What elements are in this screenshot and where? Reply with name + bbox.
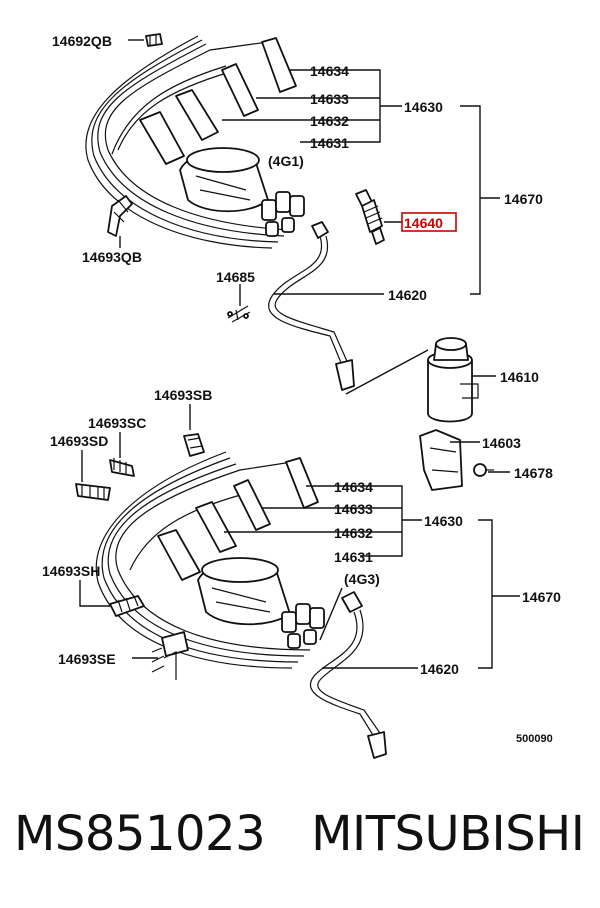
- clip-14692qb-icon: [145, 33, 163, 47]
- label-14693sd: 14693SD: [50, 433, 108, 449]
- clip-14693sh-icon: [109, 595, 145, 617]
- ignition-cable-set-4g3: [95, 451, 325, 669]
- bolt-14678-icon: [473, 463, 494, 477]
- label-14632-bottom: 14632: [334, 525, 373, 541]
- ignition-cable-set-4g1: [85, 35, 305, 249]
- label-14693sh: 14693SH: [42, 563, 100, 579]
- label-14632-top: 14632: [310, 113, 349, 129]
- label-14603: 14603: [482, 435, 521, 451]
- label-4g3: (4G3): [344, 571, 380, 587]
- clip-14685-icon: [227, 305, 251, 323]
- ignition-parts-diagram: 14692QB 14634 14633 14632 14631 14630 (4…: [42, 33, 561, 759]
- label-14634-bottom: 14634: [334, 479, 373, 495]
- highlight-14640: [401, 212, 457, 232]
- label-14693se: 14693SE: [58, 651, 116, 667]
- label-14631-bottom: 14631: [334, 549, 373, 565]
- label-14692qb: 14692QB: [52, 33, 112, 49]
- coil-cable-14620-bottom: [309, 591, 387, 759]
- part-number: MS851023: [14, 806, 266, 862]
- label-14670-top: 14670: [504, 191, 543, 207]
- spark-plug-icon: [355, 189, 385, 245]
- label-4g1: (4G1): [268, 153, 304, 169]
- clip-14693se-icon: [151, 631, 189, 680]
- label-14678: 14678: [514, 465, 553, 481]
- label-14693qb: 14693QB: [82, 249, 142, 265]
- label-14634-top: 14634: [310, 63, 349, 79]
- part-labels: 14692QB 14634 14633 14632 14631 14630 (4…: [42, 33, 561, 745]
- clip-14693sc-icon: [109, 458, 135, 477]
- label-14640: 14640: [404, 215, 443, 231]
- label-14633-bottom: 14633: [334, 501, 373, 517]
- label-14620-bottom: 14620: [420, 661, 459, 677]
- label-14685: 14685: [216, 269, 255, 285]
- part-caption: MS851023 MITSUBISHI: [14, 806, 594, 876]
- label-14693sb: 14693SB: [154, 387, 212, 403]
- diagram-code: 500090: [516, 733, 553, 745]
- label-14630-bottom: 14630: [424, 513, 463, 529]
- coil-bracket-icon: [419, 429, 463, 491]
- ignition-coil-icon: [427, 337, 479, 423]
- label-14633-top: 14633: [310, 91, 349, 107]
- clip-14693sb-icon: [183, 433, 205, 457]
- label-14631-top: 14631: [310, 135, 349, 151]
- label-14670-bottom: 14670: [522, 589, 561, 605]
- clip-14693qb-icon: [107, 195, 133, 237]
- clip-14693sd-icon: [75, 483, 111, 501]
- label-14693sc: 14693SC: [88, 415, 146, 431]
- label-14610: 14610: [500, 369, 539, 385]
- brand-name: MITSUBISHI: [311, 806, 585, 862]
- label-14630-top: 14630: [404, 99, 443, 115]
- leader-lines: [79, 39, 520, 669]
- coil-cable-14620-top: [268, 221, 355, 391]
- label-14620-top: 14620: [388, 287, 427, 303]
